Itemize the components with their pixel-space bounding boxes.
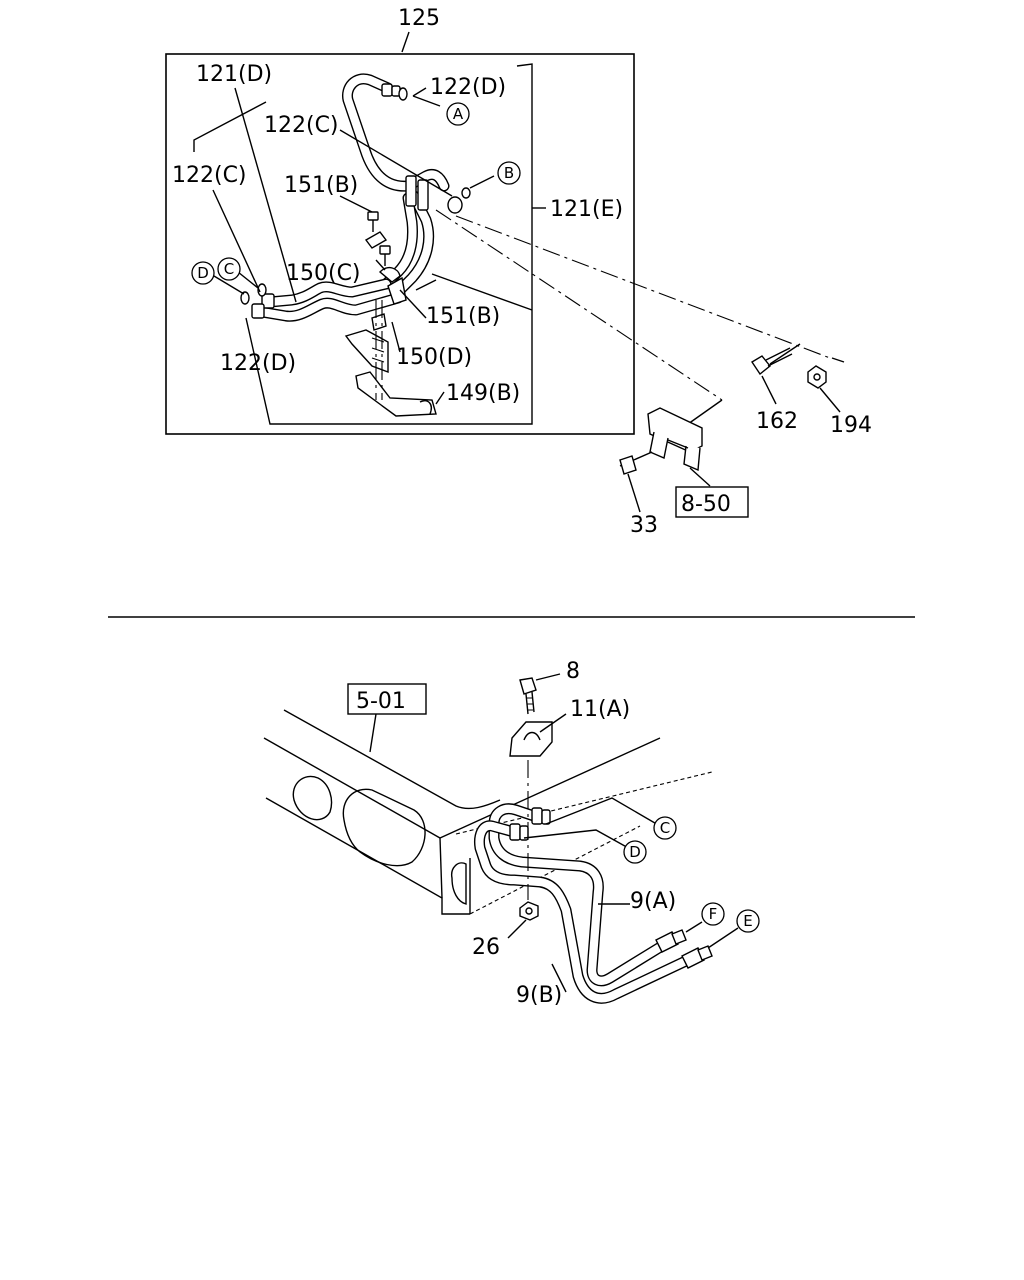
label-9B: 9(B) xyxy=(516,983,562,1008)
bolt-8 xyxy=(519,677,537,715)
label-121E: 121(E) xyxy=(550,197,623,222)
label-150C: 150(C) xyxy=(286,261,361,286)
marker-A-letter: A xyxy=(453,105,464,123)
marker-D-upper: D xyxy=(191,261,215,285)
label-149B: 149(B) xyxy=(446,381,520,406)
marker-D-lower-letter: D xyxy=(629,843,641,861)
pipe-9B xyxy=(474,820,694,1004)
label-194: 194 xyxy=(830,413,872,438)
label-122D-low: 122(D) xyxy=(220,351,296,376)
projection-lines xyxy=(435,209,845,425)
leader-lines-lower xyxy=(369,673,739,993)
ref-box-8-50-label: 8-50 xyxy=(681,492,731,517)
bracket-149B xyxy=(344,300,437,417)
clamp-11A xyxy=(509,721,553,757)
frame-mount xyxy=(619,407,711,513)
assembly-frame xyxy=(165,53,635,435)
label-122C-mid: 122(C) xyxy=(264,113,339,138)
marker-C-letter: C xyxy=(224,260,234,278)
frame-rail xyxy=(263,709,713,915)
marker-F-lower-letter: F xyxy=(709,905,718,923)
fittings-lower xyxy=(509,807,713,969)
marker-C-lower: C xyxy=(653,816,677,840)
marker-E-lower-letter: E xyxy=(743,912,752,930)
label-121D: 121(D) xyxy=(196,62,272,87)
label-33: 33 xyxy=(630,513,658,538)
lower-assembly: 5-01 8 11(A) 9(A) 9(B) 26 C D F E xyxy=(263,659,760,1008)
label-162: 162 xyxy=(756,409,798,434)
label-26: 26 xyxy=(472,935,500,960)
ref-box-8-50 xyxy=(675,486,749,518)
marker-B-upper: B xyxy=(497,161,521,185)
pipe-9A xyxy=(488,803,668,987)
label-150D: 150(D) xyxy=(396,345,472,370)
label-122D-top: 122(D) xyxy=(430,75,506,100)
leader-lines-upper xyxy=(193,63,546,425)
label-151B-top: 151(B) xyxy=(284,173,358,198)
label-125: 125 xyxy=(398,6,440,31)
label-9A: 9(A) xyxy=(630,889,676,914)
marker-C-lower-letter: C xyxy=(660,819,670,837)
label-11A: 11(A) xyxy=(570,697,630,722)
hose-121E xyxy=(342,73,471,298)
label-8: 8 xyxy=(566,659,580,684)
hose-121D xyxy=(240,278,404,322)
marker-B-letter: B xyxy=(504,164,514,182)
ref-box-5-01 xyxy=(347,683,427,715)
marker-A-upper: A xyxy=(446,102,470,126)
label-122C-left: 122(C) xyxy=(172,163,247,188)
label-151B-low: 151(B) xyxy=(426,304,500,329)
marker-F-lower: F xyxy=(701,902,725,926)
marker-E-lower: E xyxy=(736,909,760,933)
leader-125 xyxy=(401,31,410,53)
marker-D-letter: D xyxy=(197,264,209,282)
nut-26 xyxy=(519,901,539,921)
bolt-162 xyxy=(751,347,793,405)
upper-assembly: 125 xyxy=(165,6,872,538)
nut-194 xyxy=(807,365,841,413)
marker-D-lower: D xyxy=(623,840,647,864)
marker-C-upper: C xyxy=(217,257,241,281)
ref-box-5-01-label: 5-01 xyxy=(356,689,406,714)
